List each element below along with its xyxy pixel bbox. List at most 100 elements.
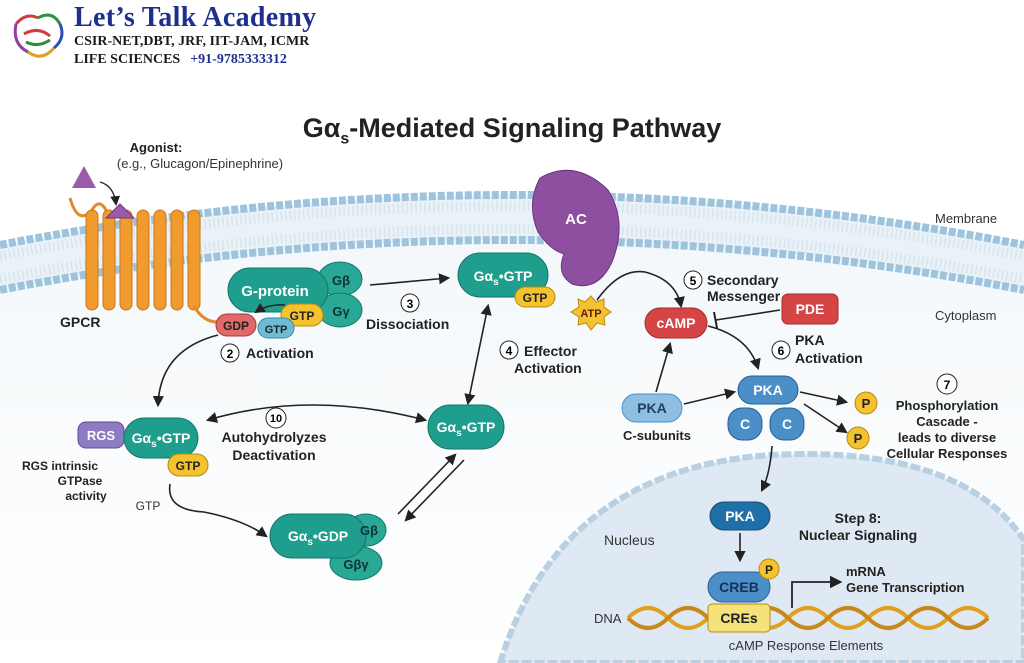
svg-text:ATP: ATP — [580, 308, 601, 320]
svg-text:Gene Transcription: Gene Transcription — [846, 580, 965, 595]
academy-logo — [13, 13, 64, 58]
svg-text:4: 4 — [506, 344, 513, 358]
svg-text:CREs: CREs — [720, 610, 758, 626]
svg-text:Nuclear Signaling: Nuclear Signaling — [799, 527, 917, 543]
svg-text:Gβ: Gβ — [332, 273, 350, 288]
nuclear-signaling: Nucleus PKA Step 8: Nuclear Signaling CR… — [604, 501, 965, 608]
svg-text:PKA: PKA — [753, 382, 783, 398]
svg-text:Cascade -: Cascade - — [916, 414, 977, 429]
brand-name: Let’s Talk Academy — [74, 2, 317, 33]
svg-text:G-protein: G-protein — [241, 283, 309, 300]
svg-text:Gαs•GTP: Gαs•GTP — [132, 430, 191, 450]
svg-text:Step 8:: Step 8: — [835, 510, 882, 526]
svg-text:Cellular Responses: Cellular Responses — [887, 446, 1008, 461]
svg-text:P: P — [854, 431, 863, 446]
agonist: Agonist: (e.g., Glucagon/Epinephrine) — [72, 140, 283, 206]
svg-text:cAMP: cAMP — [657, 315, 696, 331]
cell-membrane — [0, 191, 1024, 294]
adenylyl-cyclase: AC — [532, 169, 620, 287]
svg-text:GTP: GTP — [265, 324, 288, 336]
svg-text:cAMP Response Elements: cAMP Response Elements — [729, 638, 884, 653]
svg-text:GDP: GDP — [223, 319, 249, 333]
step-10: 10 Autohydrolyzes Deactivation — [205, 404, 428, 463]
svg-text:leads to diverse: leads to diverse — [898, 430, 996, 445]
step-3: 3 Dissociation — [366, 273, 451, 332]
svg-text:Activation: Activation — [246, 345, 314, 361]
brand-phone: +91-9785333312 — [190, 52, 287, 67]
svg-text:AC: AC — [565, 211, 587, 228]
svg-text:Gβγ: Gβγ — [343, 557, 369, 572]
svg-text:(e.g., Glucagon/Epinephrine): (e.g., Glucagon/Epinephrine) — [117, 156, 283, 171]
svg-text:GTP: GTP — [290, 309, 315, 323]
camp-molecule: cAMP — [644, 307, 708, 339]
svg-text:GTP: GTP — [176, 459, 201, 473]
svg-text:7: 7 — [944, 378, 951, 392]
svg-text:GTP: GTP — [523, 291, 548, 305]
svg-text:3: 3 — [407, 297, 414, 311]
svg-text:RGS intrinsic: RGS intrinsic — [22, 459, 98, 473]
svg-text:Agonist:: Agonist: — [130, 140, 183, 155]
step-2: 2 Activation — [220, 343, 314, 363]
svg-text:Secondary: Secondary — [707, 272, 779, 288]
svg-text:mRNA: mRNA — [846, 564, 886, 579]
svg-text:Gαs•GDP: Gαs•GDP — [288, 528, 348, 548]
brand-tagline: CSIR-NET,DBT, JRF, IIT-JAM, ICMR — [74, 34, 310, 49]
rgs-complex: RGS Gαs•GTP GTP RGS intrinsic GTPase act… — [22, 417, 268, 538]
arrow-to-rgs — [152, 334, 219, 408]
gpcr-receptor: GPCR — [60, 197, 223, 330]
svg-text:Autohydrolyzes: Autohydrolyzes — [221, 429, 326, 445]
svg-text:Phosphorylation: Phosphorylation — [896, 398, 999, 413]
svg-text:Effector: Effector — [524, 343, 577, 359]
svg-text:PDE: PDE — [796, 301, 825, 317]
svg-text:activity: activity — [65, 489, 107, 503]
svg-text:GPCR: GPCR — [60, 314, 100, 330]
svg-text:PKA: PKA — [795, 332, 825, 348]
svg-text:PKA: PKA — [725, 508, 755, 524]
svg-text:C-subunits: C-subunits — [623, 428, 691, 443]
svg-text:C: C — [740, 416, 750, 432]
pde-enzyme: PDE — [713, 293, 839, 329]
page-title: Gαs-Mediated Signaling Pathway — [302, 113, 722, 148]
svg-text:GTPase: GTPase — [58, 474, 103, 488]
svg-text:10: 10 — [270, 413, 282, 425]
galpha-gtp-free: Gαs•GTP — [427, 404, 505, 450]
svg-text:DNA: DNA — [594, 611, 622, 626]
svg-text:GTP: GTP — [136, 499, 161, 513]
brand-contact: LIFE SCIENCES +91-9785333312 — [74, 52, 287, 68]
step-6: 6 PKA Activation — [707, 325, 863, 371]
svg-text:Dissociation: Dissociation — [366, 316, 449, 332]
galpha-gdp-complex: Gαs•GDP Gβ Gβγ — [269, 453, 465, 581]
svg-text:RGS: RGS — [87, 428, 116, 443]
membrane-label: Membrane — [935, 211, 997, 226]
svg-text:Deactivation: Deactivation — [232, 447, 315, 463]
svg-text:2: 2 — [227, 347, 234, 361]
svg-text:C: C — [782, 416, 792, 432]
svg-text:6: 6 — [778, 344, 785, 358]
svg-text:Gγ: Gγ — [332, 304, 350, 319]
pka-complex: PKA C C PKA C-subunits P P — [621, 341, 878, 493]
brand-subject: LIFE SCIENCES — [74, 52, 181, 67]
step-5: 5 Secondary Messenger — [683, 270, 781, 304]
cytoplasm-label: Cytoplasm — [935, 308, 996, 323]
svg-text:Gβ: Gβ — [360, 523, 378, 538]
g-protein-complex: G-protein Gβ Gγ GTP GDP GTP — [215, 261, 363, 339]
svg-text:PKA: PKA — [637, 400, 667, 416]
svg-text:Activation: Activation — [795, 350, 863, 366]
nucleus-label: Nucleus — [604, 532, 655, 548]
galpha-gtp-membrane: Gαs•GTP GTP — [457, 252, 556, 308]
step-7: 7 Phosphorylation Cascade - leads to div… — [887, 373, 1008, 461]
svg-text:Gαs•GTP: Gαs•GTP — [437, 419, 496, 439]
svg-text:Gαs•GTP: Gαs•GTP — [474, 268, 533, 288]
svg-text:CREB: CREB — [719, 579, 759, 595]
atp-molecule: ATP — [570, 270, 685, 331]
step-4: 4 Effector Activation — [464, 303, 582, 406]
bound-agonist-icon — [104, 203, 136, 219]
svg-text:Messenger: Messenger — [707, 288, 781, 304]
svg-text:Activation: Activation — [514, 360, 582, 376]
svg-text:5: 5 — [690, 274, 697, 288]
dna-helix: DNA CREs cAMP Response Elements — [594, 603, 990, 653]
svg-text:P: P — [765, 563, 773, 577]
agonist-ligand-icon — [72, 166, 96, 188]
svg-text:P: P — [862, 396, 871, 411]
